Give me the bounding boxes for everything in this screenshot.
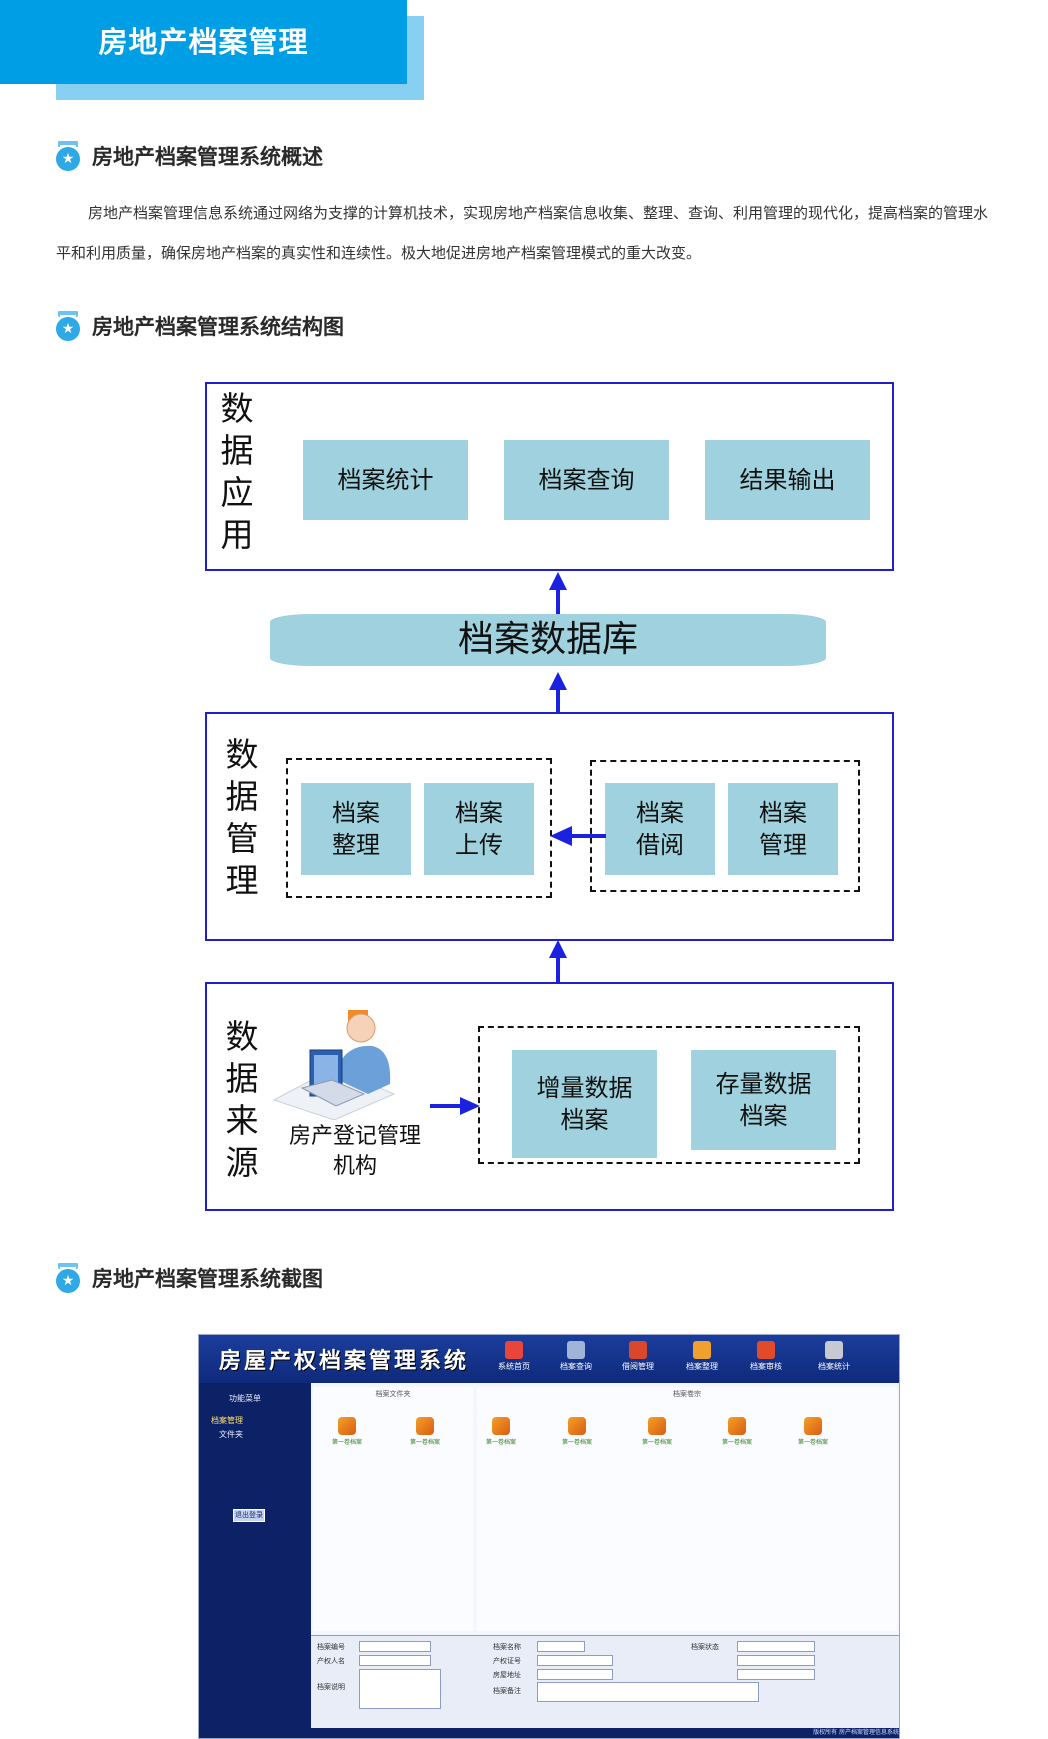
form-select[interactable] — [537, 1641, 585, 1652]
field-label: 产权人名 — [317, 1657, 345, 1665]
folder-icon — [728, 1417, 746, 1435]
form-input[interactable] — [737, 1655, 815, 1666]
form-input[interactable] — [537, 1669, 613, 1680]
section-title: 房地产档案管理系统概述 — [92, 146, 323, 169]
data-management-label: 数据管理 — [225, 735, 259, 900]
archive-query-box: 档案查询 — [504, 440, 669, 520]
nav-statistics[interactable]: 档案统计 — [809, 1339, 859, 1372]
field-label: 产权证号 — [493, 1657, 521, 1665]
overview-line-1: 房地产档案管理信息系统通过网络为支撑的计算机技术，实现房地产档案信息收集、整理、… — [88, 205, 989, 222]
title-banner — [0, 0, 407, 84]
system-screenshot: 房屋产权档案管理系统 系统首页 档案查询 借阅管理 档案整理 档案审核 档案统计… — [198, 1334, 900, 1739]
folder-item[interactable]: 第一卷档案 — [637, 1417, 677, 1446]
archive-statistics-box: 档案统计 — [303, 440, 468, 520]
field-label: 档案备注 — [493, 1687, 521, 1695]
chart-icon — [825, 1341, 843, 1359]
field-label: 房屋地址 — [493, 1671, 521, 1679]
medal-icon: ★ — [56, 311, 80, 341]
app-sidebar: 功能菜单 档案管理 文件夹 退出登录 — [199, 1383, 311, 1738]
folder-icon — [804, 1417, 822, 1435]
box-icon — [693, 1341, 711, 1359]
folder-icon — [568, 1417, 586, 1435]
field-label: 档案说明 — [317, 1683, 345, 1691]
arrow-shaft — [556, 956, 560, 994]
field-label: 档案状态 — [691, 1643, 719, 1651]
form-input[interactable] — [359, 1641, 431, 1652]
arrow-right-icon — [460, 1097, 480, 1115]
app-header: 房屋产权档案管理系统 系统首页 档案查询 借阅管理 档案整理 档案审核 档案统计 — [199, 1335, 899, 1383]
medal-icon: ★ — [56, 141, 80, 171]
archive-organize-box: 档案整理 — [301, 783, 411, 875]
sidebar-item-archive[interactable]: 档案管理 — [211, 1416, 243, 1425]
folder-item[interactable]: 第一卷档案 — [717, 1417, 757, 1446]
form-input[interactable] — [359, 1655, 431, 1666]
data-source-label: 数据来源 — [225, 1017, 259, 1182]
archive-form: 档案编号 产权人名 档案说明 档案名称 产权证号 房屋地址 档案备注 档案状态 — [311, 1635, 899, 1738]
arrow-up-icon — [549, 940, 567, 958]
management-right-group — [590, 760, 860, 892]
folder-icon — [338, 1417, 356, 1435]
arrow-shaft — [430, 1104, 460, 1108]
folder-panel: 档案文件夹 第一卷档案 第一卷档案 — [313, 1387, 473, 1631]
folder-item[interactable]: 第一卷档案 — [405, 1417, 445, 1446]
nav-review[interactable]: 档案审核 — [741, 1339, 791, 1372]
source-group — [478, 1026, 860, 1164]
nav-borrow[interactable]: 借阅管理 — [613, 1339, 663, 1372]
folder-item[interactable]: 第一卷档案 — [481, 1417, 521, 1446]
panel-heading: 档案卷宗 — [673, 1390, 701, 1398]
folder-icon — [416, 1417, 434, 1435]
panel-heading: 档案文件夹 — [375, 1390, 411, 1398]
arrow-left-icon — [550, 826, 572, 846]
search-icon — [567, 1341, 585, 1359]
page-title: 房地产档案管理 — [98, 25, 309, 59]
form-input[interactable] — [737, 1641, 815, 1652]
section-structure-heading: ★ 房地产档案管理系统结构图 — [56, 310, 344, 342]
sidebar-item-folder[interactable]: 文件夹 — [219, 1430, 243, 1439]
people-icon — [629, 1341, 647, 1359]
nav-home[interactable]: 系统首页 — [489, 1339, 539, 1372]
structure-diagram: 数据应用 档案统计 档案查询 结果输出 档案数据库 数据管理 档案整理 档案上传… — [0, 370, 1048, 1218]
section-overview-heading: ★ 房地产档案管理系统概述 — [56, 140, 323, 172]
sidebar-heading: 功能菜单 — [229, 1394, 261, 1403]
field-label: 档案名称 — [493, 1643, 521, 1651]
nav-query[interactable]: 档案查询 — [551, 1339, 601, 1372]
folder-item[interactable]: 第一卷档案 — [557, 1417, 597, 1446]
archive-database: 档案数据库 — [270, 614, 826, 666]
medal-icon: ★ — [56, 1263, 80, 1293]
folder-icon — [648, 1417, 666, 1435]
home-icon — [505, 1341, 523, 1359]
operator-computer-icon — [272, 1010, 396, 1120]
stock-archive-box: 存量数据档案 — [691, 1050, 836, 1150]
arrow-up-icon — [549, 672, 567, 690]
overview-line-2: 平和利用质量，确保房地产档案的真实性和连续性。极大地促进房地产档案管理模式的重大… — [56, 245, 702, 262]
incremental-archive-box: 增量数据档案 — [512, 1050, 657, 1158]
logout-button[interactable]: 退出登录 — [233, 1509, 265, 1522]
archive-manage-box: 档案管理 — [728, 783, 838, 875]
nav-organize[interactable]: 档案整理 — [677, 1339, 727, 1372]
arrow-up-icon — [549, 572, 567, 590]
app-title: 房屋产权档案管理系统 — [219, 1349, 470, 1374]
form-textarea[interactable] — [359, 1669, 441, 1709]
folder-item[interactable]: 第一卷档案 — [327, 1417, 367, 1446]
arrow-shaft — [556, 688, 560, 712]
archive-borrow-box: 档案借阅 — [605, 783, 715, 875]
clipboard-icon — [757, 1341, 775, 1359]
result-output-box: 结果输出 — [705, 440, 870, 520]
archive-upload-box: 档案上传 — [424, 783, 534, 875]
form-textarea[interactable] — [537, 1682, 759, 1702]
folder-icon — [492, 1417, 510, 1435]
arrow-shaft — [556, 588, 560, 614]
section-screenshot-heading: ★ 房地产档案管理系统截图 — [56, 1262, 323, 1294]
volume-panel: 档案卷宗 第一卷档案 第一卷档案 第一卷档案 第一卷档案 第一卷档案 — [477, 1387, 897, 1631]
section-title: 房地产档案管理系统截图 — [92, 1268, 323, 1291]
section-title: 房地产档案管理系统结构图 — [92, 316, 344, 339]
folder-item[interactable]: 第一卷档案 — [793, 1417, 833, 1446]
field-label: 档案编号 — [317, 1643, 345, 1651]
form-input[interactable] — [537, 1655, 613, 1666]
form-input[interactable] — [737, 1669, 815, 1680]
data-application-label: 数据应用 — [220, 389, 254, 554]
registration-agency-caption: 房产登记管理机构 — [288, 1124, 421, 1179]
app-footer: 版权所有 房产档案管理信息系统 — [311, 1728, 899, 1738]
arrow-shaft — [570, 834, 606, 838]
